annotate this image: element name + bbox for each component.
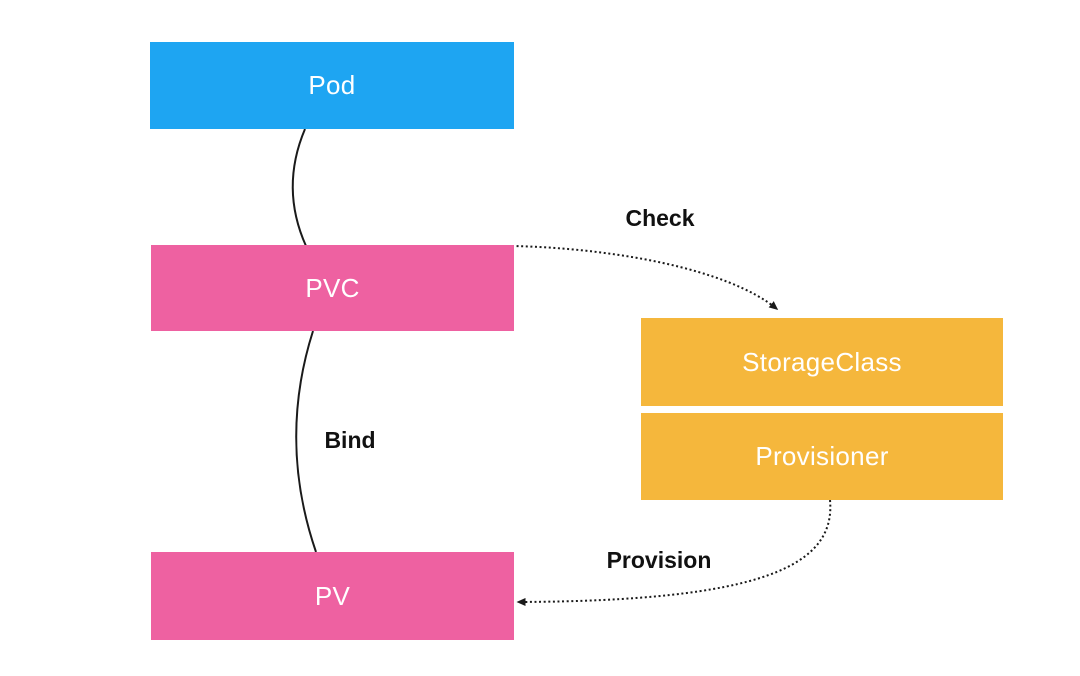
node-provisioner: Provisioner xyxy=(641,413,1003,500)
edge-pvc-storageclass-check xyxy=(511,245,779,310)
node-provisioner-label: Provisioner xyxy=(755,441,889,471)
node-pod-label: Pod xyxy=(308,70,356,100)
edge-label-check: Check xyxy=(625,205,695,231)
edge-label-bind: Bind xyxy=(324,427,376,453)
node-pvc-label: PVC xyxy=(305,272,360,303)
node-storageclass: StorageClass xyxy=(641,318,1003,406)
node-pv-label: PV xyxy=(314,580,351,611)
node-pod: Pod xyxy=(150,42,514,129)
node-pvc: PVC xyxy=(151,245,514,331)
node-storageclass-label: StorageClass xyxy=(742,346,902,377)
edge-label-provision: Provision xyxy=(606,547,712,573)
edge-pod-pvc xyxy=(291,128,307,247)
node-pv: PV xyxy=(151,552,514,640)
